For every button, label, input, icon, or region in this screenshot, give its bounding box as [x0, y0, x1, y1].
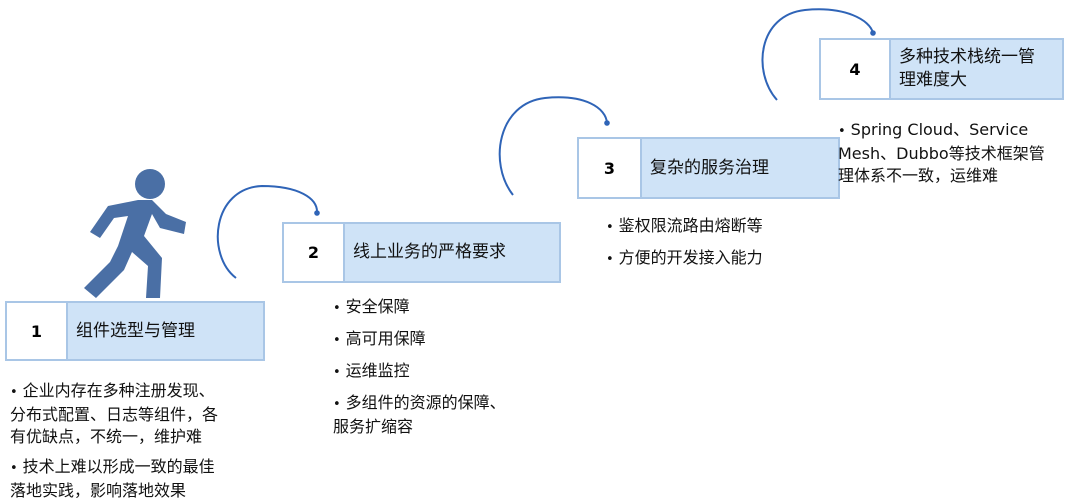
step-1-bullets: •企业内存在多种注册发现、 分布式配置、日志等组件，各 有优缺点，不统一，维护难… [10, 380, 280, 504]
walking-person-icon [84, 169, 186, 298]
step-2-number: 2 [282, 222, 345, 283]
step-3-number: 3 [577, 137, 642, 199]
bullet-dot: • [10, 461, 18, 476]
list-item: •Spring Cloud、Service Mesh、Dubbo等技术框架管 理… [838, 120, 1045, 185]
step-2-bullets: •安全保障 •高可用保障 •运维监控 •多组件的资源的保障、 服务扩缩容 [333, 296, 593, 446]
step-1: 1 组件选型与管理 [5, 301, 265, 361]
list-item: •鉴权限流路由熔断等 [606, 216, 763, 235]
step-4-bullets: •Spring Cloud、Service Mesh、Dubbo等技术框架管 理… [838, 119, 1078, 195]
list-item: •企业内存在多种注册发现、 分布式配置、日志等组件，各 有优缺点，不统一，维护难 [10, 381, 219, 446]
step-4-title-line: 多种技术栈统一管 [899, 47, 1035, 68]
step-4-title: 多种技术栈统一管 理难度大 [891, 38, 1064, 100]
bullet-dot: • [333, 365, 341, 380]
step-2: 2 线上业务的严格要求 [282, 222, 561, 283]
list-item: •技术上难以形成一致的最佳 落地实践，影响落地效果 [10, 457, 215, 500]
bullet-dot: • [333, 397, 341, 412]
step-4: 4 多种技术栈统一管 理难度大 [819, 38, 1064, 100]
bullet-dot: • [333, 301, 341, 316]
list-item: •高可用保障 [333, 329, 426, 348]
step-3-bullets: •鉴权限流路由熔断等 •方便的开发接入能力 [606, 215, 846, 279]
step-4-title-line: 理难度大 [899, 70, 967, 90]
list-item: •多组件的资源的保障、 服务扩缩容 [333, 393, 506, 436]
list-item: •方便的开发接入能力 [606, 248, 763, 267]
step-2-title: 线上业务的严格要求 [345, 222, 561, 283]
step-1-title: 组件选型与管理 [68, 301, 265, 361]
step-4-number: 4 [819, 38, 891, 100]
step-1-number: 1 [5, 301, 68, 361]
bullet-dot: • [606, 220, 614, 235]
bullet-dot: • [838, 124, 846, 139]
step-3-title: 复杂的服务治理 [642, 137, 840, 199]
list-item: •运维监控 [333, 361, 410, 380]
step-3: 3 复杂的服务治理 [577, 137, 840, 199]
list-item: •安全保障 [333, 297, 410, 316]
bullet-dot: • [333, 333, 341, 348]
bullet-dot: • [606, 252, 614, 267]
bullet-dot: • [10, 385, 18, 400]
